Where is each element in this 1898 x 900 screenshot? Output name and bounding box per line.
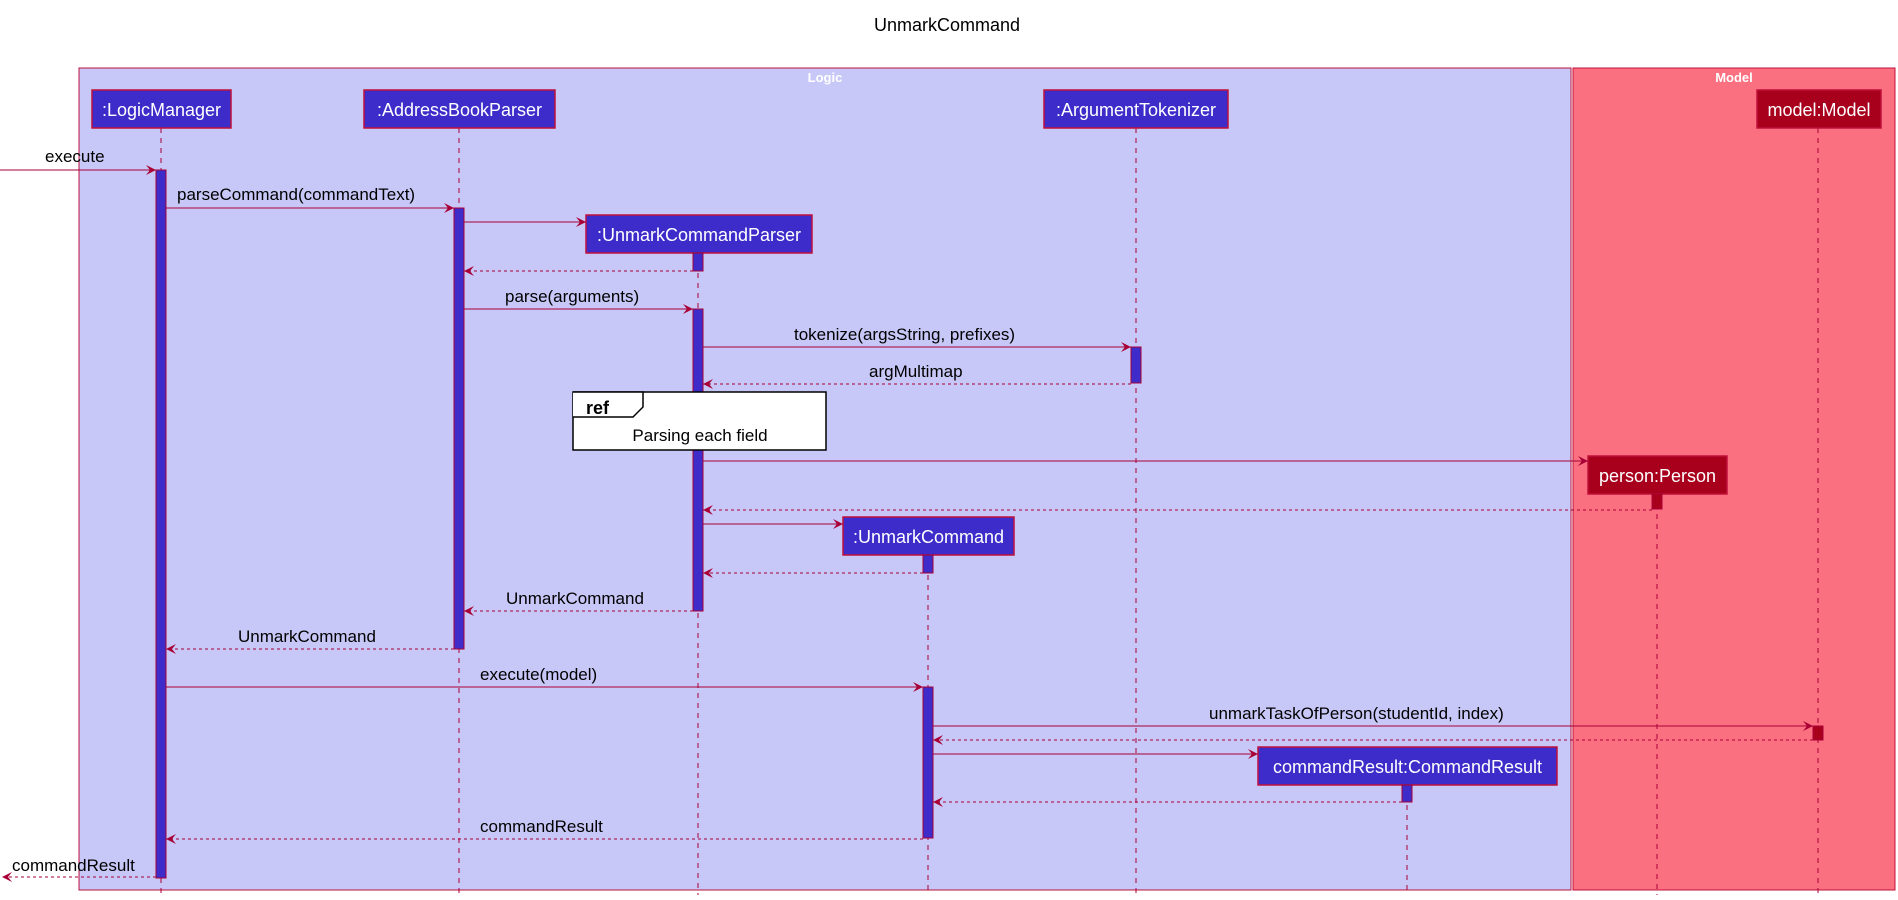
activation-unmark-command-parser-init xyxy=(692,252,704,272)
participant-label: :ArgumentTokenizer xyxy=(1056,100,1216,120)
activation-unmark-command-parser xyxy=(692,308,704,612)
participant-address-book-parser: :AddressBookParser xyxy=(363,89,556,129)
logic-box-title: Logic xyxy=(808,70,843,85)
activation-unmark-command-init xyxy=(922,554,934,574)
label-command-result-return: commandResult xyxy=(480,817,603,836)
participant-label: model:Model xyxy=(1767,100,1870,120)
label-unmark-command-return-2: UnmarkCommand xyxy=(238,627,376,646)
participant-label: commandResult:CommandResult xyxy=(1273,757,1542,777)
label-execute-model: execute(model) xyxy=(480,665,597,684)
participant-unmark-command-parser: :UnmarkCommandParser xyxy=(585,214,813,254)
diagram-title: UnmarkCommand xyxy=(874,15,1020,35)
participant-label: :LogicManager xyxy=(102,100,221,120)
label-parse-command: parseCommand(commandText) xyxy=(177,185,415,204)
ref-keyword: ref xyxy=(586,398,610,418)
participant-label: person:Person xyxy=(1599,466,1716,486)
participant-label: :UnmarkCommand xyxy=(853,527,1004,547)
label-tokenize: tokenize(argsString, prefixes) xyxy=(794,325,1015,344)
label-command-result-out: commandResult xyxy=(12,856,135,875)
participant-model: model:Model xyxy=(1756,89,1882,129)
participant-label: :UnmarkCommandParser xyxy=(597,225,801,245)
activation-logic-manager xyxy=(155,169,167,879)
activation-model xyxy=(1812,725,1824,741)
participant-logic-manager: :LogicManager xyxy=(91,89,232,129)
label-unmark-task: unmarkTaskOfPerson(studentId, index) xyxy=(1209,704,1504,723)
activation-person xyxy=(1651,493,1663,510)
participant-argument-tokenizer: :ArgumentTokenizer xyxy=(1043,89,1229,129)
activation-unmark-command xyxy=(922,686,934,839)
activation-address-book-parser xyxy=(453,207,465,650)
ref-text: Parsing each field xyxy=(632,426,767,445)
label-parse: parse(arguments) xyxy=(505,287,639,306)
participant-label: :AddressBookParser xyxy=(377,100,542,120)
label-unmark-command-return-1: UnmarkCommand xyxy=(506,589,644,608)
model-box-title: Model xyxy=(1715,70,1753,85)
ref-frame: ref Parsing each field xyxy=(572,391,827,451)
label-execute-in: execute xyxy=(45,147,105,166)
participant-unmark-command: :UnmarkCommand xyxy=(842,516,1015,556)
participant-person: person:Person xyxy=(1587,455,1728,495)
participant-command-result: commandResult:CommandResult xyxy=(1257,746,1558,786)
activation-command-result xyxy=(1401,784,1413,803)
label-arg-multimap: argMultimap xyxy=(869,362,963,381)
activation-argument-tokenizer xyxy=(1130,346,1142,384)
